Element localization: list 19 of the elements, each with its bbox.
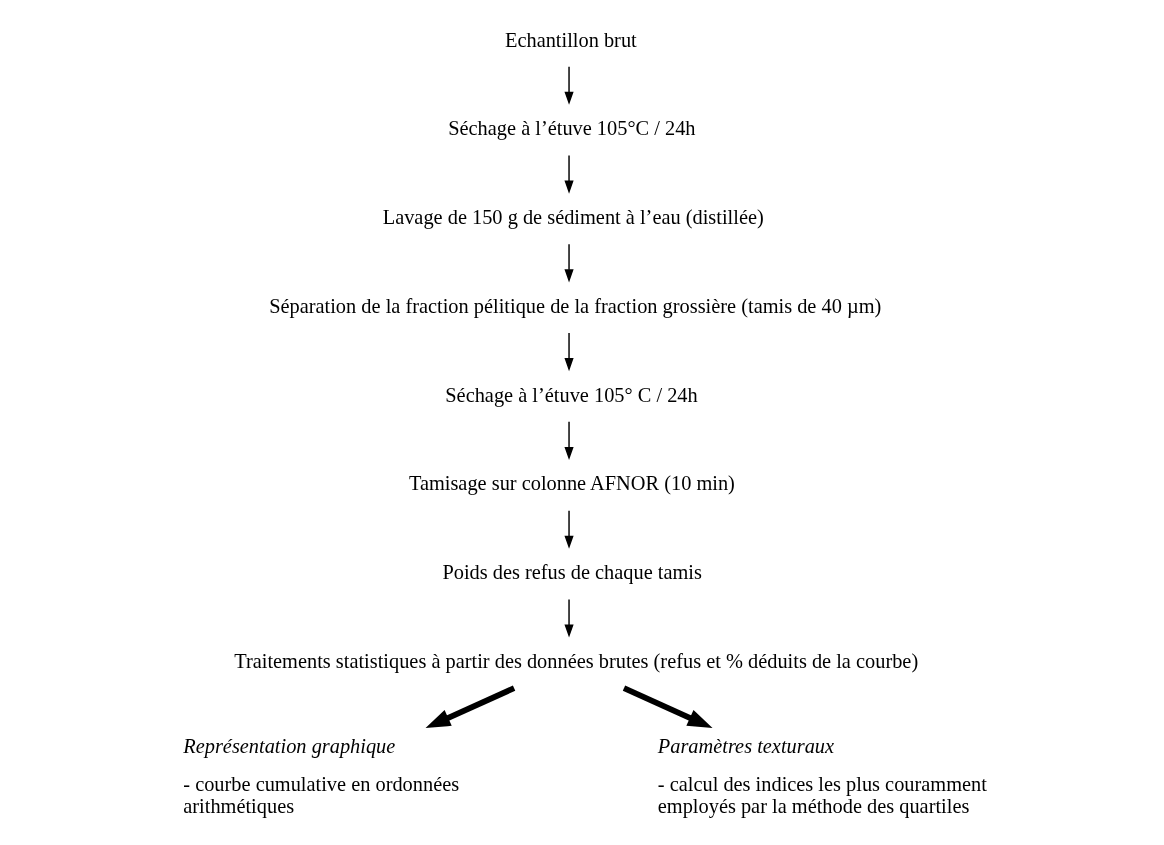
arrow <box>563 421 574 461</box>
arrow <box>563 243 574 283</box>
node-text: Séchage à l’étuve 105°C / 24h <box>447 117 696 140</box>
node-text: Traitements statistiques à partir des données brutes (refus et % déduits de la courbe) <box>233 650 918 673</box>
node-text: Tamisage sur colonne AFNOR (10 min) <box>408 472 735 495</box>
arrow <box>563 598 574 638</box>
node-text: Poids des refus de chaque tamis <box>441 561 702 584</box>
node-text: Lavage de 150 g de sédiment à l’eau (distillée) <box>382 206 764 229</box>
arrow <box>425 685 515 729</box>
arrow <box>563 65 574 105</box>
node-text: Séparation de la fraction pélitique de la fraction grossière (tamis de 40 µm) <box>268 294 881 317</box>
node-text: Echantillon brut <box>504 28 637 51</box>
node-text: Paramètres texturaux - calcul des indices les plus couramment employés par la méthode des quartiles <box>657 735 987 817</box>
arrow <box>622 685 713 729</box>
arrow <box>563 509 574 549</box>
node-text: Représentation graphique - courbe cumulative en ordonnées arithmétiques <box>182 735 459 817</box>
node-text: Séchage à l’étuve 105° C / 24h <box>444 383 698 406</box>
arrow <box>563 332 574 372</box>
arrow <box>563 154 574 194</box>
